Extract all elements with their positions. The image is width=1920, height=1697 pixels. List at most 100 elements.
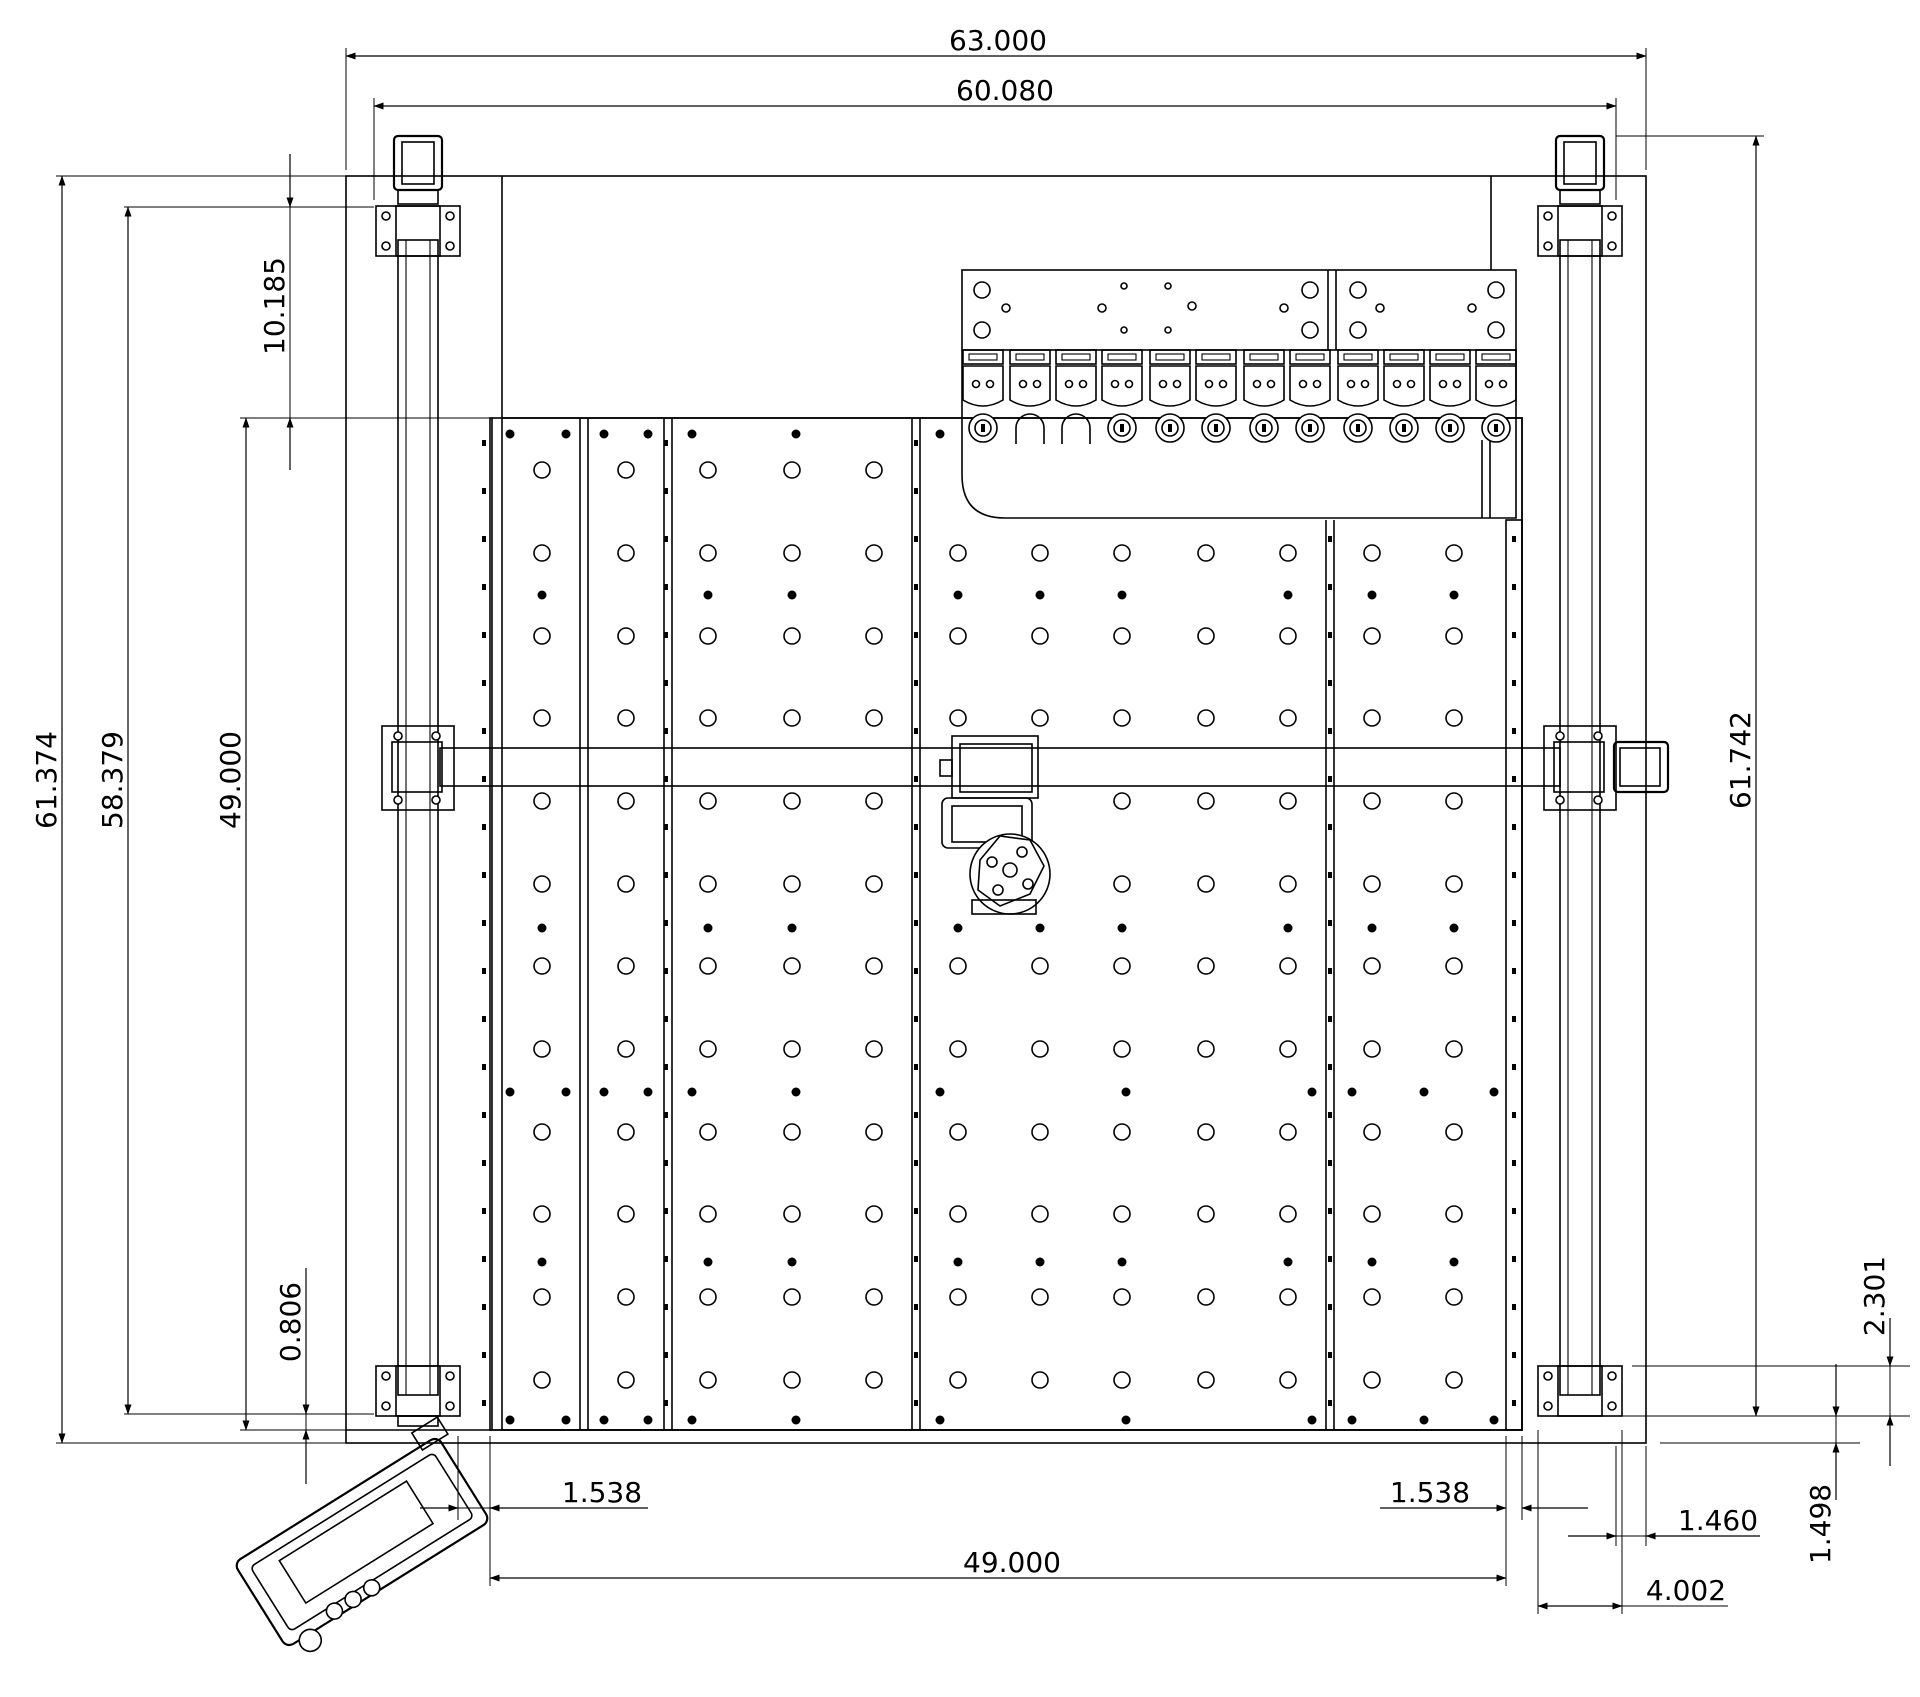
slot-mark	[664, 1304, 668, 1310]
slot-mark	[664, 680, 668, 686]
bed-hole	[1445, 1371, 1463, 1389]
bed-hole	[865, 792, 883, 810]
bed-hole	[1363, 1371, 1381, 1389]
bed-hole	[1363, 875, 1381, 893]
bed-hole	[699, 709, 717, 727]
bed-hole	[533, 461, 551, 479]
rack-pin	[1110, 379, 1120, 389]
dim-right-bottom-offset: 2.301	[1858, 1256, 1891, 1336]
bed-hole	[699, 1205, 717, 1223]
slot-mark	[664, 872, 668, 878]
bed-hole	[1363, 1040, 1381, 1058]
slot-mark	[914, 632, 918, 638]
bed-hole	[1363, 1288, 1381, 1306]
rack-holder	[1429, 365, 1471, 407]
edge-dot	[505, 1415, 515, 1425]
slot-mark	[1512, 968, 1516, 974]
rack-slot	[1383, 349, 1425, 365]
slot-mark	[1512, 1064, 1516, 1070]
bed-hole	[1279, 1371, 1297, 1389]
bed-hole	[949, 957, 967, 975]
bed-hole	[949, 627, 967, 645]
rack-slot	[1337, 349, 1379, 365]
bed-hole	[1445, 792, 1463, 810]
bed-hole	[783, 957, 801, 975]
gantry-beam	[439, 747, 1561, 787]
bed-hole	[617, 709, 635, 727]
rack-pin	[985, 379, 995, 389]
bed-hole	[1445, 1123, 1463, 1141]
rack-hook	[1015, 413, 1045, 444]
bed-hole	[699, 627, 717, 645]
rack-slot	[1101, 349, 1143, 365]
slot-mark	[1512, 728, 1516, 734]
slot-mark	[664, 1208, 668, 1214]
bed-hole	[1197, 1040, 1215, 1058]
slot-mark	[914, 680, 918, 686]
slot-mark	[482, 680, 486, 686]
gantry-motor-right	[1612, 740, 1670, 794]
bed-hole	[865, 957, 883, 975]
bed-hole	[865, 1205, 883, 1223]
bed-hole	[1031, 957, 1049, 975]
bed-hole	[865, 1123, 883, 1141]
slot-mark	[664, 824, 668, 830]
bed-hole	[1031, 1288, 1049, 1306]
rack-pin	[1204, 379, 1214, 389]
slot-mark	[1328, 632, 1332, 638]
bed-hole	[865, 627, 883, 645]
slot-mark	[482, 776, 486, 782]
right-top-motor	[1554, 134, 1606, 205]
slot-mark	[482, 824, 486, 830]
slot-mark	[482, 728, 486, 734]
rack-slot-inner	[1481, 353, 1511, 361]
slot-mark	[914, 536, 918, 542]
rack-slot-inner	[1249, 353, 1279, 361]
bed-hole	[1031, 1123, 1049, 1141]
bed-hole	[783, 792, 801, 810]
edge-dot	[1347, 1415, 1357, 1425]
rack-pin	[1018, 379, 1028, 389]
bed-hole	[1031, 709, 1049, 727]
slot-mark	[1512, 872, 1516, 878]
rack-nozzle-tip	[981, 424, 985, 432]
dim-top-offset: 10.185	[258, 257, 291, 355]
bed-hole	[1197, 957, 1215, 975]
rack-pin	[1078, 379, 1088, 389]
rack-nozzle-tip	[1448, 424, 1452, 432]
bed-hole	[533, 1288, 551, 1306]
mount-dot	[1367, 923, 1377, 933]
dim-rail-span: 60.080	[956, 74, 1054, 107]
slot-mark	[914, 872, 918, 878]
slot-mark	[664, 440, 668, 446]
bed-hole	[699, 461, 717, 479]
mount-dot	[1035, 1257, 1045, 1267]
hole-grid	[533, 461, 1463, 1389]
slot-mark	[664, 584, 668, 590]
mount-dot	[1117, 923, 1127, 933]
bed-hole	[617, 1371, 635, 1389]
slot-mark	[664, 632, 668, 638]
mount-dot	[703, 923, 713, 933]
bed-hole	[617, 957, 635, 975]
rack-hook	[1061, 413, 1091, 444]
dim-overall-width: 63.000	[949, 24, 1047, 57]
slot-mark	[1512, 632, 1516, 638]
bed-hole	[1279, 1205, 1297, 1223]
bed-hole	[699, 1371, 717, 1389]
edge-dot	[1419, 1087, 1429, 1097]
bed-hole	[1197, 792, 1215, 810]
slot-mark	[482, 1352, 486, 1358]
dim-right-rail-width: 4.002	[1646, 1574, 1726, 1607]
rack-pin	[1452, 379, 1462, 389]
rack-holder	[1055, 365, 1097, 407]
bed-hole	[617, 792, 635, 810]
bed-hole	[1031, 1371, 1049, 1389]
bed-hole	[1113, 1288, 1131, 1306]
slot-mark	[1512, 1352, 1516, 1358]
bed-hole	[617, 1040, 635, 1058]
slot-mark	[1512, 680, 1516, 686]
bed-hole	[699, 875, 717, 893]
slot-mark	[482, 1400, 486, 1406]
mount-dot	[1367, 1257, 1377, 1267]
